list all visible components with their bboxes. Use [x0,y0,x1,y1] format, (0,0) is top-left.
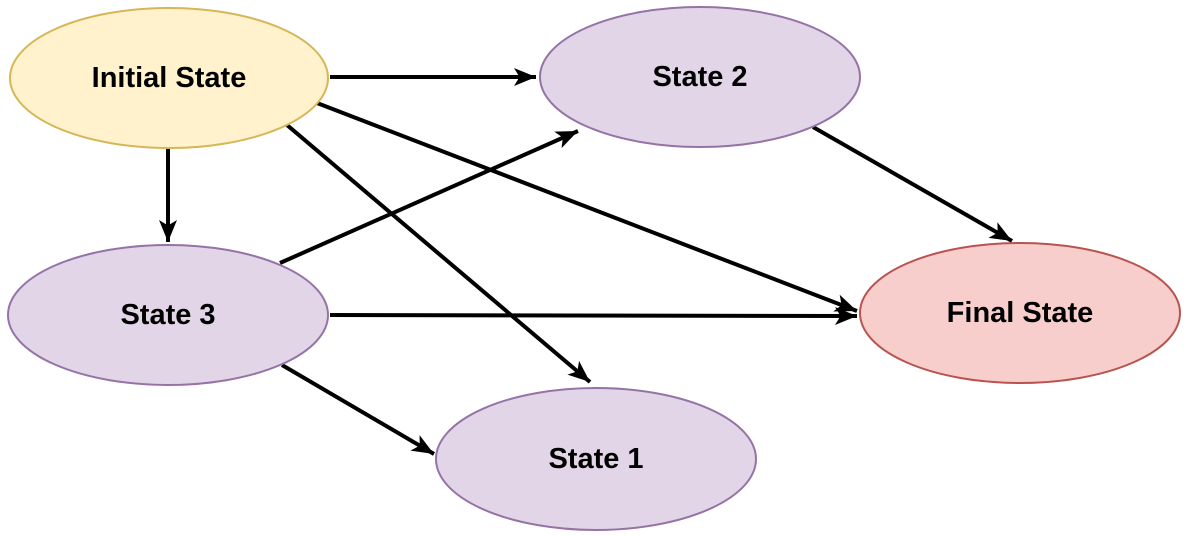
edge-initial-to-state1-arrow [285,123,592,384]
node-state3-ellipse [7,244,329,386]
node-state2-label: State 2 [652,61,747,93]
node-state2-state: State 2 [539,6,861,148]
edge-state2-to-final-arrow [812,125,1013,243]
node-state2-ellipse [539,6,861,148]
node-initial-ellipse [9,7,329,149]
node-initial-label: Initial State [92,62,247,94]
node-initial-state: Initial State [9,7,329,149]
edge-initial-to-final-arrow [316,101,858,313]
node-state3-state: State 3 [7,244,329,386]
edge-state3-to-state1-arrow [280,363,436,456]
edge-state3-to-state2-arrow [279,129,579,265]
node-state1-state: State 1 [435,387,757,531]
node-final-ellipse [859,242,1181,384]
edges-layer [159,68,1013,456]
node-state3-label: State 3 [120,299,215,331]
node-state1-ellipse [435,387,757,531]
node-final-label: Final State [947,297,1094,329]
edge-state3-to-final-arrow [329,306,858,325]
node-state1-label: State 1 [548,443,643,475]
node-final-state: Final State [859,242,1181,384]
nodes-layer: Initial State State 2 State 3 State 1 Final … [7,6,1181,531]
